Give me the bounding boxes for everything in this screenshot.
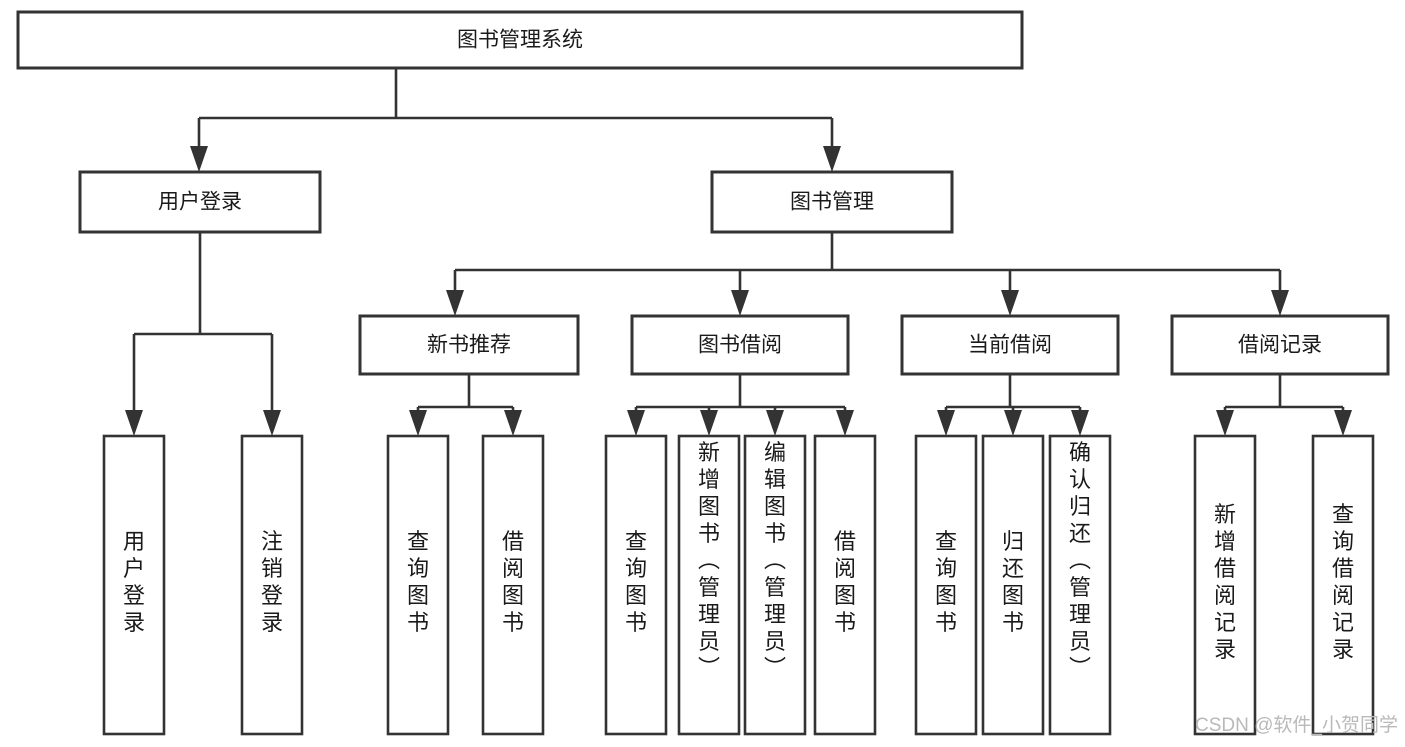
node-borrow-record[interactable]: 借阅记录 — [1170, 314, 1390, 376]
arrow-head-icon — [823, 146, 841, 172]
node-user-login-label: 用户登录 — [158, 191, 242, 214]
node-leaf-query-borrow-record[interactable]: 查询借阅记录 — [1311, 434, 1375, 736]
node-leaf-user-logout-label: 注销登录 — [261, 529, 283, 635]
node-book-manage-label: 图书管理 — [790, 191, 874, 214]
node-book-borrow-box[interactable] — [630, 314, 850, 376]
node-root-label: 图书管理系统 — [457, 29, 583, 52]
node-book-borrow-label: 图书借阅 — [698, 334, 782, 357]
node-leaf-edit-book-admin[interactable]: 编辑图书（管理员） — [743, 434, 807, 736]
arrow-head-icon — [1001, 290, 1019, 316]
node-borrow-record-box[interactable] — [1170, 314, 1390, 376]
node-leaf-confirm-return-admin-label: 确认归还（管理员） — [1069, 440, 1091, 681]
node-leaf-return-book[interactable]: 归还图书 — [981, 434, 1045, 736]
arrow-head-icon — [700, 410, 718, 436]
node-leaf-add-book-admin[interactable]: 新增图书（管理员） — [677, 434, 741, 736]
node-leaf-query-book-recommend[interactable]: 查询图书 — [386, 434, 450, 736]
node-leaf-confirm-return-admin[interactable]: 确认归还（管理员） — [1048, 434, 1112, 736]
node-leaf-query-book-current-box[interactable] — [914, 434, 978, 736]
node-borrow-record-label: 借阅记录 — [1238, 334, 1322, 357]
node-leaf-user-logout-box[interactable] — [240, 434, 304, 736]
node-leaf-query-book-recommend-box[interactable] — [386, 434, 450, 736]
node-leaf-add-borrow-record-box[interactable] — [1193, 434, 1257, 736]
node-leaf-borrow-book[interactable]: 借阅图书 — [813, 434, 877, 736]
node-user-login[interactable]: 用户登录 — [78, 170, 322, 234]
node-leaf-borrow-book-recommend[interactable]: 借阅图书 — [481, 434, 545, 736]
node-current-borrow[interactable]: 当前借阅 — [900, 314, 1120, 376]
node-leaf-query-book-recommend-label: 查询图书 — [407, 529, 429, 635]
node-leaf-user-login[interactable]: 用户登录 — [102, 434, 166, 736]
node-leaf-user-logout[interactable]: 注销登录 — [240, 434, 304, 736]
arrow-head-icon — [190, 146, 208, 172]
node-root[interactable]: 图书管理系统 — [16, 10, 1024, 70]
arrow-head-icon — [409, 410, 427, 436]
node-leaf-borrow-book-recommend-label: 借阅图书 — [502, 529, 524, 635]
node-leaf-query-book-borrow[interactable]: 查询图书 — [604, 434, 668, 736]
node-leaf-user-login-label: 用户登录 — [123, 529, 145, 635]
node-leaf-add-book-admin-box[interactable] — [677, 434, 741, 736]
arrow-head-icon — [1334, 410, 1352, 436]
arrow-head-icon — [504, 410, 522, 436]
node-leaf-query-book-current-label: 查询图书 — [935, 529, 957, 635]
node-book-manage-box[interactable] — [710, 170, 954, 234]
arrow-head-icon — [1004, 410, 1022, 436]
node-leaf-borrow-book-box[interactable] — [813, 434, 877, 736]
node-root-box[interactable] — [16, 10, 1024, 70]
node-layer: 图书管理系统用户登录图书管理新书推荐图书借阅当前借阅借阅记录用户登录注销登录查询… — [16, 10, 1390, 736]
arrow-head-icon — [836, 410, 854, 436]
node-leaf-return-book-label: 归还图书 — [1002, 529, 1024, 635]
arrow-head-icon — [1216, 410, 1234, 436]
connector-layer — [125, 68, 1352, 436]
node-new-book-recommend[interactable]: 新书推荐 — [358, 314, 580, 376]
arrow-head-icon — [125, 410, 143, 436]
arrow-head-icon — [937, 410, 955, 436]
arrow-head-icon — [1271, 290, 1289, 316]
node-leaf-query-book-current[interactable]: 查询图书 — [914, 434, 978, 736]
watermark-text: CSDN @软件_小贺同学 — [1195, 714, 1398, 736]
node-leaf-add-borrow-record[interactable]: 新增借阅记录 — [1193, 434, 1257, 736]
node-current-borrow-box[interactable] — [900, 314, 1120, 376]
node-leaf-borrow-book-recommend-box[interactable] — [481, 434, 545, 736]
node-leaf-add-book-admin-label: 新增图书（管理员） — [698, 440, 720, 681]
arrow-head-icon — [1071, 410, 1089, 436]
node-user-login-box[interactable] — [78, 170, 322, 234]
node-leaf-query-book-borrow-label: 查询图书 — [625, 529, 647, 635]
node-new-book-recommend-label: 新书推荐 — [427, 334, 511, 357]
node-leaf-query-borrow-record-label: 查询借阅记录 — [1332, 502, 1354, 662]
arrow-head-icon — [263, 410, 281, 436]
node-book-manage[interactable]: 图书管理 — [710, 170, 954, 234]
node-leaf-confirm-return-admin-box[interactable] — [1048, 434, 1112, 736]
node-leaf-edit-book-admin-box[interactable] — [743, 434, 807, 736]
node-new-book-recommend-box[interactable] — [358, 314, 580, 376]
node-current-borrow-label: 当前借阅 — [968, 334, 1052, 357]
node-leaf-add-borrow-record-label: 新增借阅记录 — [1214, 502, 1236, 662]
arrow-head-icon — [627, 410, 645, 436]
arrow-head-icon — [766, 410, 784, 436]
node-book-borrow[interactable]: 图书借阅 — [630, 314, 850, 376]
node-leaf-user-login-box[interactable] — [102, 434, 166, 736]
node-leaf-return-book-box[interactable] — [981, 434, 1045, 736]
arrow-head-icon — [731, 290, 749, 316]
node-leaf-query-book-borrow-box[interactable] — [604, 434, 668, 736]
node-leaf-borrow-book-label: 借阅图书 — [834, 529, 856, 635]
arrow-head-icon — [446, 290, 464, 316]
node-leaf-edit-book-admin-label: 编辑图书（管理员） — [764, 440, 786, 681]
node-leaf-query-borrow-record-box[interactable] — [1311, 434, 1375, 736]
